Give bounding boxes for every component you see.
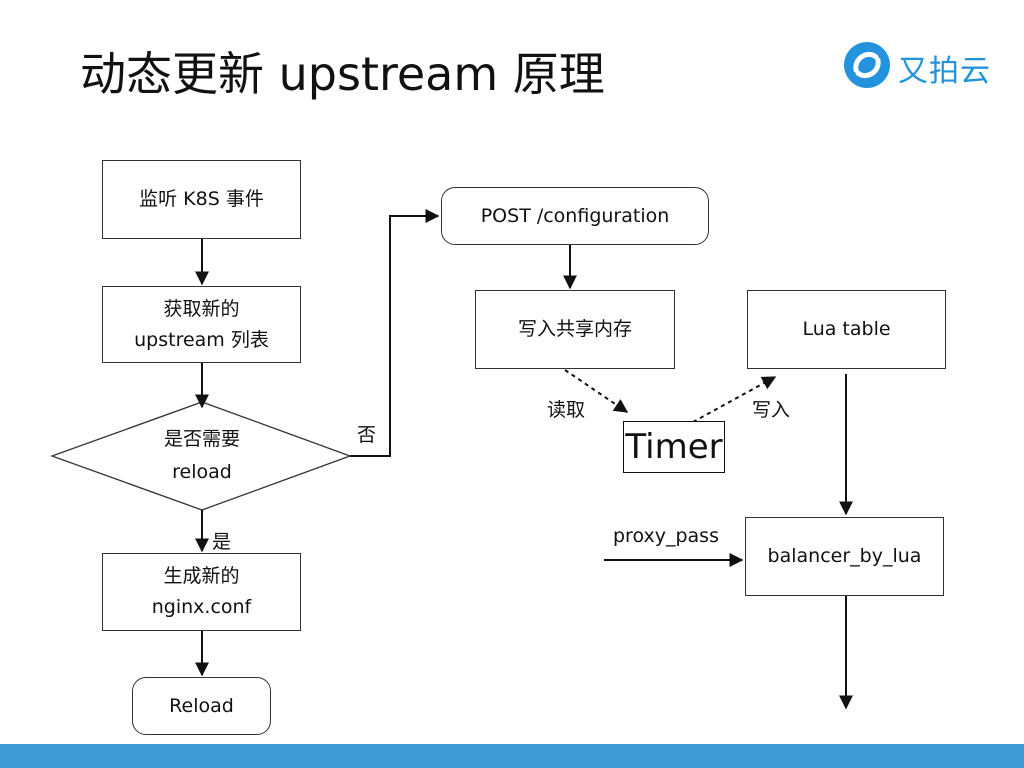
node-get-upstream-list-label: 获取新的 upstream 列表: [134, 294, 269, 356]
node-watch-k8s-events-label: 监听 K8S 事件: [139, 188, 264, 210]
node-lua-table: Lua table: [747, 290, 946, 369]
node-watch-k8s-events: 监听 K8S 事件: [102, 160, 301, 239]
node-get-upstream-list-line1: 获取新的: [163, 297, 240, 320]
node-lua-table-label: Lua table: [802, 318, 891, 340]
node-reload: Reload: [132, 677, 271, 735]
node-get-upstream-list: 获取新的 upstream 列表: [102, 286, 301, 363]
decision-label: 是否需要 reload: [140, 423, 264, 489]
footer-bar: [0, 744, 1024, 768]
label-read: 读取: [547, 399, 586, 421]
label-no: 否: [357, 424, 377, 446]
label-proxy-pass: proxy_pass: [613, 525, 719, 547]
node-timer-label: Timer: [625, 426, 723, 467]
node-generate-nginx-conf-line2: nginx.conf: [151, 596, 252, 618]
node-reload-label: Reload: [169, 694, 234, 717]
node-generate-nginx-conf-label: 生成新的 nginx.conf: [152, 561, 252, 623]
node-generate-nginx-conf: 生成新的 nginx.conf: [102, 553, 301, 631]
node-balancer-by-lua: balancer_by_lua: [745, 517, 944, 596]
decision-label-line2: reload: [172, 461, 232, 483]
slide-title: 动态更新 upstream 原理: [80, 47, 605, 101]
node-write-shared-memory: 写入共享内存: [475, 290, 675, 369]
node-post-configuration-label: POST /configuration: [480, 204, 670, 227]
node-balancer-by-lua-label: balancer_by_lua: [767, 545, 922, 567]
label-write: 写入: [752, 399, 791, 421]
upyun-swirl-icon: [844, 42, 890, 88]
node-generate-nginx-conf-line1: 生成新的: [163, 565, 240, 587]
node-post-configuration: POST /configuration: [441, 187, 709, 245]
label-yes: 是: [212, 531, 232, 553]
node-get-upstream-list-line2: upstream 列表: [134, 328, 269, 351]
brand-name: 又拍云: [898, 54, 991, 89]
arrow-decision-to-post: [350, 209, 440, 457]
node-timer: Timer: [623, 421, 725, 473]
node-write-shared-memory-label: 写入共享内存: [517, 318, 632, 340]
decision-label-line1: 是否需要: [163, 428, 240, 450]
